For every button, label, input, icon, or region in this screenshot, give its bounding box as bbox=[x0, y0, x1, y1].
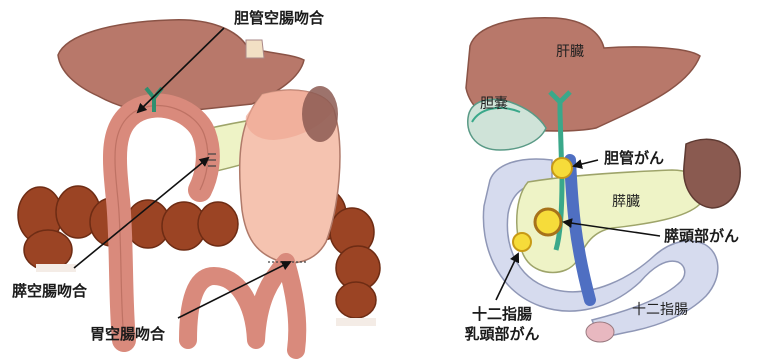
label-hepaticojejunostomy: 胆管空腸吻合 bbox=[234, 10, 324, 27]
stomach-fundus bbox=[302, 86, 338, 142]
label-pancreatic-head-cancer: 膵頭部がん bbox=[664, 228, 739, 245]
colon-cut-right bbox=[336, 318, 376, 326]
right-anatomy bbox=[466, 18, 740, 342]
label-papilla-cancer-line1: 十二指腸 bbox=[454, 306, 550, 323]
duodenum-end bbox=[586, 322, 614, 342]
label-papilla-cancer-line2: 乳頭部がん bbox=[454, 326, 550, 343]
efferent-loop bbox=[188, 262, 297, 350]
label-pancreaticojejunostomy: 膵空腸吻合 bbox=[12, 283, 87, 300]
tumor-papilla bbox=[513, 233, 531, 251]
arrow-bile-duct-cancer bbox=[574, 160, 598, 166]
label-bile-duct-cancer: 胆管がん bbox=[604, 150, 664, 167]
label-gallbladder: 胆嚢 bbox=[480, 96, 508, 112]
ligament bbox=[246, 40, 264, 58]
spleen bbox=[684, 139, 740, 208]
colon-cut-left bbox=[36, 264, 76, 272]
label-liver: 肝臓 bbox=[556, 44, 584, 60]
tumor-bile-duct bbox=[552, 158, 572, 178]
left-anatomy bbox=[18, 20, 380, 350]
tumor-pancreatic-head bbox=[535, 209, 561, 235]
label-pancreas: 膵臓 bbox=[612, 194, 640, 210]
label-duodenum: 十二指腸 bbox=[632, 302, 688, 318]
label-gastrojejunostomy: 胃空腸吻合 bbox=[90, 326, 165, 343]
